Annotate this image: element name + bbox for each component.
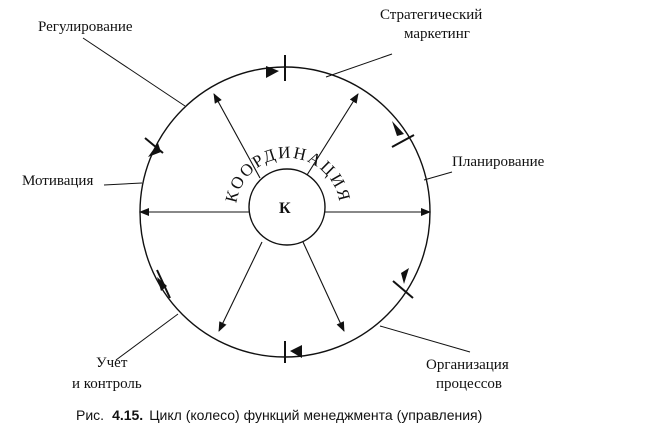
hub-letter: К (279, 200, 291, 217)
figure-caption: Рис. 4.15. Цикл (колесо) функций менеджм… (76, 407, 482, 424)
label-organization-line2: процессов (436, 376, 502, 392)
label-strategic-marketing-line2: маркетинг (404, 26, 470, 42)
caption-number: 4.15. (112, 407, 143, 423)
rim-arrow-bottom (290, 345, 302, 358)
label-regulation: Регулирование (38, 19, 133, 35)
inner-hub-circle (248, 168, 326, 246)
leader-organization (379, 325, 471, 353)
label-organization-line1: Организация (426, 357, 509, 373)
tick-upper-right (391, 134, 415, 148)
rim-arrow-upper-left (148, 143, 161, 157)
leader-strategic-marketing (325, 53, 393, 78)
rim-arrow-lower-right (401, 268, 409, 284)
leader-regulation (82, 37, 186, 107)
caption-prefix: Рис. (76, 407, 104, 423)
coordination-arc-textpath: КООРДИНАЦИЯ (221, 143, 352, 205)
rim-arrow-top (266, 66, 279, 78)
spoke-upper-left (213, 93, 261, 179)
tick-lower-right (392, 280, 414, 299)
caption-text: Цикл (колесо) функций менеджмента (управ… (149, 407, 482, 423)
spoke-upper-right (306, 93, 359, 176)
coordination-arc-text: КООРДИНАЦИЯ (221, 143, 354, 205)
leader-planning (423, 171, 453, 181)
spoke-lower-right (302, 241, 345, 332)
leader-motivation (103, 182, 143, 186)
label-strategic-marketing-line1: Стратегический (380, 7, 482, 23)
rim-arrow-upper-right (392, 121, 404, 136)
leader-accounting (115, 313, 179, 361)
label-planning: Планирование (452, 154, 545, 170)
label-motivation: Мотивация (22, 173, 93, 189)
spoke-lower-left (218, 241, 263, 332)
label-accounting-line2: и контроль (72, 376, 142, 392)
label-accounting-line1: Учет (96, 355, 128, 371)
rim-arrow-lower-left (157, 277, 167, 291)
